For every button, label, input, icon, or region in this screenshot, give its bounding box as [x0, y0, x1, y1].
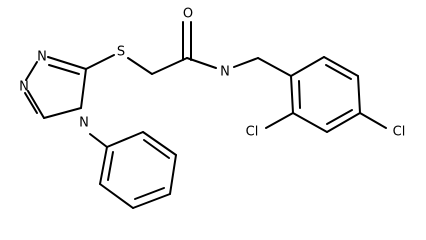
atom-triazole-n4: N — [79, 116, 89, 131]
bond-phenyl-c3-c4 — [169, 154, 177, 195]
chlorine-para-label: Cl — [393, 125, 406, 140]
atom-triazole-n1: N — [19, 80, 29, 95]
bond-triazole-c5-n1-a — [27, 90, 45, 119]
amide-nitrogen-label: N — [220, 65, 230, 80]
chlorine-ortho-label: Cl — [246, 125, 259, 140]
bond-methylene-sulfur — [127, 57, 153, 75]
bond-phenyl-c4-c5 — [132, 193, 171, 209]
bond-phenyl-inner-c4-c5 — [134, 187, 165, 200]
atom-oxygen: O — [183, 7, 193, 22]
bond-aryl-cl-ortho — [265, 112, 294, 129]
bond-aryl-c2-c3 — [292, 112, 328, 133]
bond-triazole-phenyl — [89, 133, 108, 148]
bond-benzyl-ring — [257, 57, 292, 77]
bond-phenyl-inner-c2-c3 — [143, 139, 170, 159]
bond-aryl-inner-c5-c6 — [325, 64, 352, 80]
bonds — [24, 21, 387, 209]
bond-aryl-inner-c1-c2 — [298, 80, 301, 109]
bond-carbonyl-methylene — [151, 57, 188, 75]
bond-phenyl-c6-c1 — [99, 146, 108, 185]
triazole-n4-label: N — [79, 116, 89, 131]
bond-amide-n-benzyl — [233, 57, 259, 68]
atom-chlorine-para: Cl — [393, 125, 406, 140]
bond-triazole-n2-c3-a — [47, 56, 87, 70]
atom-amide-nitrogen: N — [220, 65, 230, 80]
bond-triazole-c5-n1-b — [24, 92, 38, 114]
bond-aryl-c1-c2 — [290, 75, 294, 114]
bond-aryl-c4-c5 — [357, 75, 361, 114]
oxygen-label: O — [183, 7, 193, 22]
triazole-n1-label: N — [19, 80, 29, 95]
bond-phenyl-c5-c6 — [99, 183, 134, 209]
bond-aryl-c3-c4 — [326, 112, 361, 133]
atom-labels: O S N N N N Cl Cl — [19, 7, 405, 140]
bond-triazole-n2-c3-b — [48, 64, 80, 75]
atom-triazole-n2: N — [37, 50, 47, 65]
atom-sulfur: S — [117, 45, 125, 60]
bond-triazole-c3-n4 — [80, 68, 87, 109]
bond-carbonyl-amide-n — [186, 57, 217, 69]
bond-phenyl-c2-c3 — [142, 131, 177, 156]
bond-triazole-n4-c5 — [43, 107, 82, 119]
bond-aryl-c5-c6 — [323, 56, 359, 77]
triazole-n2-label: N — [37, 50, 47, 65]
bond-phenyl-c1-c2 — [106, 131, 144, 148]
bond-phenyl-inner-c6-c1 — [107, 151, 114, 181]
bond-aryl-inner-c3-c4 — [326, 109, 353, 125]
bond-aryl-cl-para — [359, 112, 387, 129]
atom-chlorine-ortho: Cl — [246, 125, 259, 140]
bond-aryl-c6-c1 — [290, 56, 325, 77]
chemical-structure-diagram: O S N N N N Cl Cl — [19, 7, 405, 209]
bond-sulfur-triazole — [85, 54, 115, 70]
bond-triazole-n1-n2 — [25, 61, 38, 81]
sulfur-label: S — [117, 45, 125, 60]
